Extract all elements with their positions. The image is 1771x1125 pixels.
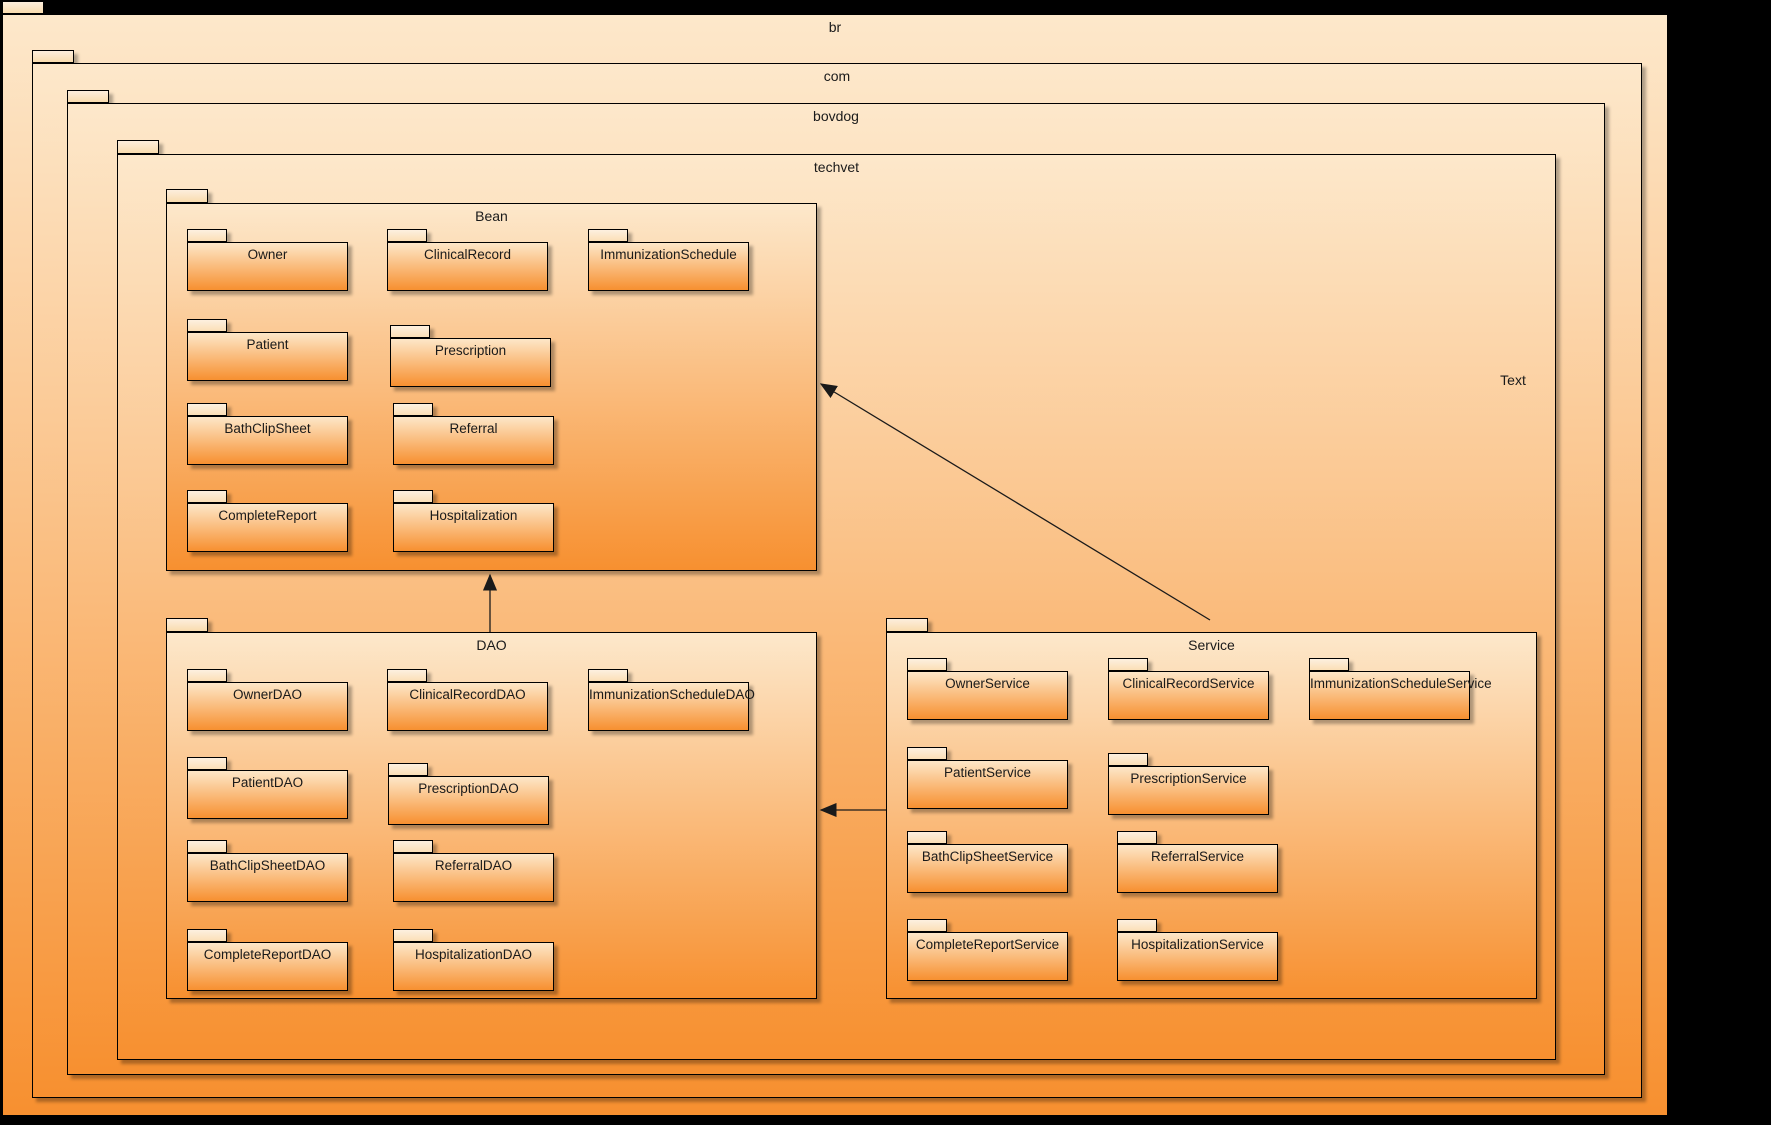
class-box-immunizationschedule-tab [588, 229, 628, 242]
class-box-referral-tab [393, 403, 433, 416]
class-box-referraldao-label: ReferralDAO [434, 858, 513, 873]
class-box-bathclipsheetdao-label: BathClipSheetDAO [209, 858, 326, 873]
class-box-clinicalrecord-tab [387, 229, 427, 242]
class-box-completereport-tab [187, 490, 227, 503]
package-com-tab[interactable] [32, 50, 74, 63]
class-box-prescription-tab [390, 325, 430, 338]
class-box-bathclipsheet-tab [187, 403, 227, 416]
floating-text-label[interactable]: Text [1500, 372, 1526, 388]
package-dao-label: DAO [476, 637, 507, 653]
class-box-prescriptionservice-label: PrescriptionService [1130, 771, 1247, 786]
class-box-prescriptiondao-label: PrescriptionDAO [418, 781, 519, 796]
class-box-referraldao-tab [393, 840, 433, 853]
class-box-ownerdao-tab [187, 669, 227, 682]
class-box-hospitalization-tab [393, 490, 433, 503]
class-box-patientdao-label: PatientDAO [231, 775, 304, 790]
class-box-clinicalrecorddao-tab [387, 669, 427, 682]
class-box-bathclipsheet-label: BathClipSheet [224, 421, 311, 436]
class-box-completereportdao-label: CompleteReportDAO [203, 947, 332, 962]
package-dao-tab[interactable] [166, 618, 208, 632]
class-box-patientdao-tab [187, 757, 227, 770]
class-box-hospitalizationdao-tab [393, 929, 433, 942]
class-box-ownerservice-tab [907, 658, 947, 671]
package-service-label: Service [1188, 637, 1235, 653]
class-box-completereportservice-tab [907, 919, 947, 932]
class-box-clinicalrecordservice-label: ClinicalRecordService [1122, 676, 1255, 691]
class-box-immunizationscheduleservice-tab [1309, 658, 1349, 671]
class-box-bathclipsheetdao-tab [187, 840, 227, 853]
package-bean-label: Bean [475, 208, 508, 224]
class-box-prescription-label: Prescription [434, 343, 507, 358]
class-box-hospitalizationservice-label: HospitalizationService [1131, 937, 1264, 952]
package-bean-tab[interactable] [166, 189, 208, 203]
class-box-patient-tab [187, 319, 227, 332]
class-box-referral-label: Referral [449, 421, 498, 436]
package-bovdog-label: bovdog [813, 108, 859, 124]
class-box-patient-label: Patient [246, 337, 289, 352]
class-box-clinicalrecord-label: ClinicalRecord [423, 247, 512, 262]
class-box-completereportservice-label: CompleteReportService [915, 937, 1060, 952]
class-box-immunizationscheduledao-label: ImmunizationScheduleDAO [589, 687, 755, 702]
class-box-patientservice-label: PatientService [943, 765, 1032, 780]
class-box-bathclipsheetservice-tab [907, 831, 947, 844]
class-box-prescriptionservice-tab [1108, 753, 1148, 766]
package-br-label: br [828, 19, 842, 35]
class-box-hospitalization-label: Hospitalization [429, 508, 518, 523]
class-box-ownerservice-label: OwnerService [945, 676, 1030, 691]
class-box-completereport-label: CompleteReport [218, 508, 317, 523]
package-br-tab[interactable] [2, 1, 44, 14]
class-box-bathclipsheetservice-label: BathClipSheetService [921, 849, 1054, 864]
class-box-owner-tab [187, 229, 227, 242]
class-box-hospitalizationdao-label: HospitalizationDAO [414, 947, 533, 962]
class-box-prescriptiondao-tab [388, 763, 428, 776]
class-box-immunizationscheduledao-tab [588, 669, 628, 682]
class-box-referralservice-label: ReferralService [1150, 849, 1245, 864]
package-techvet-tab[interactable] [117, 140, 159, 154]
class-box-completereportdao-tab [187, 929, 227, 942]
package-com-label: com [823, 68, 851, 84]
class-box-clinicalrecorddao-label: ClinicalRecordDAO [409, 687, 526, 702]
package-techvet-label: techvet [813, 159, 860, 175]
class-box-hospitalizationservice-tab [1117, 919, 1157, 932]
class-box-patientservice-tab [907, 747, 947, 760]
package-service-tab[interactable] [886, 618, 928, 632]
package-bovdog-tab[interactable] [67, 90, 109, 103]
class-box-owner-label: Owner [247, 247, 288, 262]
class-box-ownerdao-label: OwnerDAO [232, 687, 303, 702]
class-box-immunizationscheduleservice-label: ImmunizationScheduleService [1310, 676, 1492, 691]
arrow-service-to-bean[interactable] [819, 383, 1211, 621]
class-box-immunizationschedule-label: ImmunizationSchedule [600, 247, 737, 262]
class-box-referralservice-tab [1117, 831, 1157, 844]
class-box-clinicalrecordservice-tab [1108, 658, 1148, 671]
